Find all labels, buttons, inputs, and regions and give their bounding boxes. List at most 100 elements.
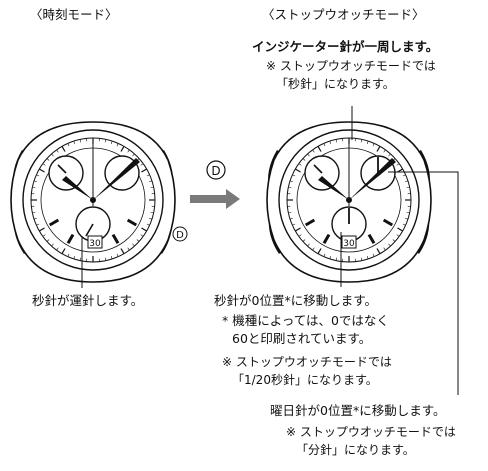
- second-hand-sub-2: 60と印刷されています。: [232, 331, 372, 346]
- right-watch-minute-tick: [329, 140, 332, 144]
- right-watch-minute-tick: [360, 257, 363, 261]
- right-watch-minute-tick: [312, 247, 315, 251]
- left-watch-minute-tick: [116, 253, 119, 257]
- left-watch-minute-tick: [73, 140, 76, 144]
- right-watch: 30: [266, 106, 459, 395]
- day-hand-leader: [388, 171, 459, 395]
- left-watch-minute-tick: [146, 174, 150, 177]
- right-watch-minute-tick: [397, 227, 403, 232]
- right-watch-minute-tick: [376, 248, 381, 254]
- right-watch-minute-tick: [317, 248, 322, 254]
- left-watch-minute-tick: [141, 227, 147, 232]
- left-watch-minute-tick: [73, 256, 76, 260]
- left-watch: 30 D: [10, 121, 188, 288]
- left-watch-minute-tick: [110, 140, 113, 144]
- left-watch-date-window: [87, 235, 103, 249]
- left-watch-minute-tick: [120, 248, 125, 254]
- left-watch-minute-tick: [132, 243, 135, 247]
- right-watch-date-text: 30: [343, 239, 355, 249]
- second-hand-note-2: 「1/20秒針」になります。: [232, 373, 378, 387]
- right-watch-minute-tick: [329, 256, 332, 260]
- left-watch-minute-tick: [136, 239, 140, 242]
- left-watch-minute-tick: [56, 247, 59, 251]
- left-watch-minute-tick: [46, 239, 50, 242]
- right-watch-hour-marker: [367, 233, 376, 245]
- right-watch-minute-tick: [335, 139, 338, 143]
- right-watch-minute-tick: [323, 253, 326, 257]
- left-watch-minute-tick: [36, 174, 40, 177]
- left-watch-minute-tick: [33, 180, 37, 183]
- right-watch-minute-tick: [360, 139, 363, 143]
- right-watch-minute-tick: [366, 256, 369, 260]
- second-hand-sub-1: * 機種によっては、0ではなく: [222, 313, 389, 328]
- left-watch-minute-tick: [46, 158, 50, 161]
- left-watch-minute-tick: [116, 143, 119, 147]
- left-watch-minute-tick: [42, 234, 46, 237]
- right-watch-hour-marker: [322, 233, 331, 245]
- left-watch-minute-tick: [140, 163, 144, 166]
- left-watch-minute-tick: [79, 139, 82, 143]
- left-watch-minute-tick: [32, 211, 36, 214]
- left-watch-hour-marker: [126, 218, 138, 227]
- right-watch-minute-tick: [388, 153, 391, 157]
- day-hand-note-2: 「分針」になります。: [296, 443, 415, 457]
- indicator-hand-note-2: 「秒針」になります。: [276, 77, 395, 91]
- left-watch-minute-tick: [120, 146, 125, 152]
- right-watch-minute-tick: [292, 223, 296, 226]
- right-watch-minute-tick: [302, 239, 306, 242]
- right-watch-minute-tick: [402, 223, 406, 226]
- left-watch-minute-tick: [61, 248, 66, 254]
- left-watch-minute-tick: [32, 186, 36, 189]
- left-watch-minute-tick: [146, 223, 150, 226]
- left-watch-minute-tick: [149, 180, 153, 183]
- d-button-marker: [206, 160, 226, 180]
- right-watch-minute-tick: [295, 168, 301, 173]
- right-watch-minute-tick: [288, 211, 292, 214]
- right-watch-minute-tick: [289, 217, 293, 220]
- right-watch-minute-tick: [396, 234, 400, 237]
- right-watch-minute-tick: [406, 211, 410, 214]
- left-watch-minute-tick: [150, 211, 154, 214]
- left-watch-hour-marker: [66, 233, 75, 245]
- left-watch-date-text: 30: [89, 239, 101, 249]
- left-watch-minute-tick: [36, 223, 40, 226]
- left-watch-minute-hand: [93, 158, 140, 200]
- right-watch-minute-tick: [289, 180, 293, 183]
- heading-time-mode: 〈時刻モード〉: [30, 7, 118, 22]
- right-watch-minute-tick: [312, 149, 315, 153]
- left-watch-minute-tick: [110, 256, 113, 260]
- right-watch-minute-tick: [392, 239, 396, 242]
- right-watch-hour-marker: [382, 218, 394, 227]
- second-hand-title: 秒針が0位置*に移動します。: [214, 293, 377, 308]
- right-watch-minute-tick: [302, 158, 306, 161]
- right-watch-minute-hand: [349, 158, 396, 200]
- right-watch-minute-tick: [335, 257, 338, 261]
- right-watch-minute-tick: [396, 163, 400, 166]
- left-watch-minute-tick: [67, 253, 70, 257]
- left-watch-minute-tick: [56, 149, 59, 153]
- left-watch-minute-tick: [127, 247, 130, 251]
- day-hand-note-1: ※ ストップウオッチモードでは: [286, 425, 456, 439]
- left-watch-hour-marker: [111, 233, 120, 245]
- right-watch-minute-tick: [366, 140, 369, 144]
- left-watch-minute-tick: [42, 163, 46, 166]
- left-watch-minute-tick: [39, 227, 45, 232]
- right-watch-minute-tick: [307, 153, 310, 157]
- left-watch-crown-marker: [172, 226, 188, 242]
- right-watch-hour-marker: [304, 218, 316, 227]
- right-watch-minute-tick: [383, 247, 386, 251]
- heading-stopwatch-mode: 〈ストップウオッチモード〉: [262, 7, 425, 22]
- left-watch-minute-tick: [61, 146, 66, 152]
- left-watch-hour-hand: [62, 176, 93, 200]
- indicator-hand-note-1: ※ ストップウオッチモードでは: [266, 59, 436, 73]
- right-watch-hour-hand: [318, 176, 349, 200]
- left-watch-minute-tick: [104, 139, 107, 143]
- left-watch-minute-tick: [149, 217, 153, 220]
- left-watch-minute-tick: [39, 168, 45, 173]
- d-button-label: D: [211, 164, 220, 178]
- right-watch-minute-tick: [298, 163, 302, 166]
- right-watch-minute-tick: [307, 243, 310, 247]
- right-watch-date-window: [341, 235, 357, 249]
- right-watch-minute-tick: [383, 149, 386, 153]
